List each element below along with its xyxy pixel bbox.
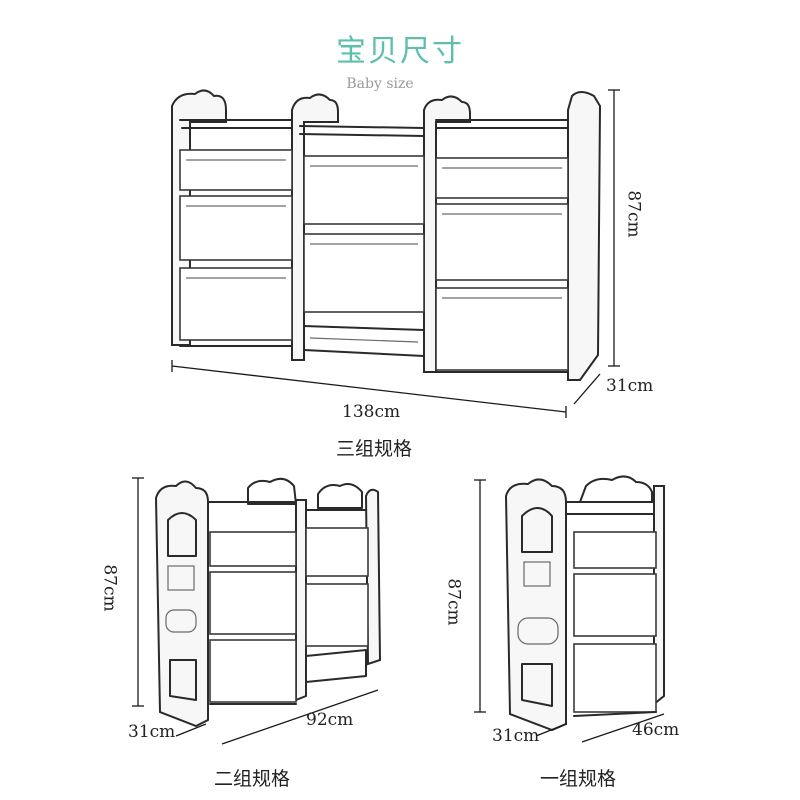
bin-m2 [303,233,425,313]
three-group-height-label: 87cm [623,190,644,238]
bin-l2 [179,195,293,261]
bin2-r1 [305,527,369,577]
two-left-panel [154,480,209,728]
three-group-width-label: 138cm [342,402,401,422]
one-group-depth-label: 31cm [492,726,540,746]
bin-r2 [435,203,569,281]
one-group-height-label: 87cm [443,578,464,626]
bin2-r2 [305,583,369,647]
bin2-l2 [209,571,297,635]
bin-r1 [435,157,569,199]
two-middle-post [295,499,307,702]
one-group-shelf [504,475,665,732]
two-right-post [364,488,382,666]
bin-r3 [435,287,569,371]
three-group-dimensions [171,89,620,418]
two-group-dimensions [132,477,379,745]
one-left-panel [504,478,567,732]
bin-l3 [179,267,293,341]
bin1-2 [573,573,657,637]
two-group-depth-label: 31cm [128,722,176,742]
bin1-3 [573,643,657,713]
three-group-depth-label: 31cm [606,376,654,396]
one-group-caption: 一组规格 [540,768,617,790]
page-subtitle: Baby size [346,76,414,92]
bin-l1 [179,149,293,191]
three-group-shelf [171,89,602,381]
bin2-l3 [209,639,297,703]
page-title: 宝贝尺寸 [336,34,464,69]
bin-m1 [303,155,425,225]
two-group-height-label: 87cm [99,564,120,612]
one-group-width-label: 46cm [632,720,680,740]
three-group-caption: 三组规格 [336,438,413,460]
bin1-1 [573,531,657,569]
two-group-width-label: 92cm [306,710,354,730]
one-group-dimensions [474,479,665,743]
two-group-caption: 二组规格 [214,768,291,790]
bin2-l1 [209,531,297,567]
two-group-shelf [154,477,382,728]
right-side-panel [567,91,602,381]
